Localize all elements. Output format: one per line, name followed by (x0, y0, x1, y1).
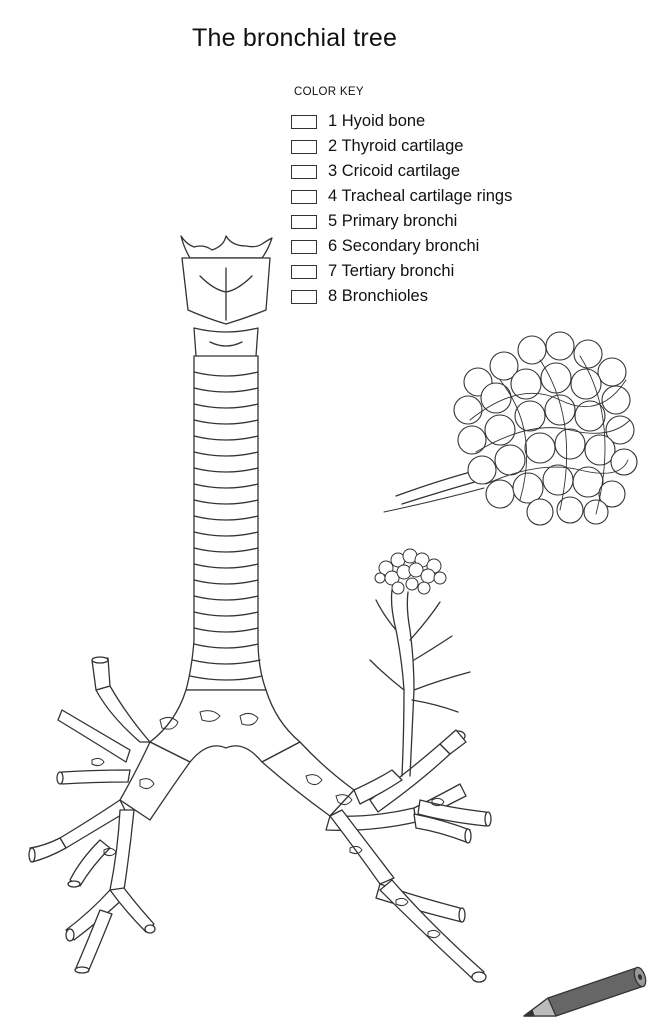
color-swatch[interactable] (291, 239, 317, 254)
color-key-item-tertiary-bronchi: 7 Tertiary bronchi (291, 259, 512, 284)
color-swatch[interactable] (291, 264, 317, 279)
color-swatch[interactable] (291, 189, 317, 204)
color-key-item-bronchioles: 8 Bronchioles (291, 284, 512, 309)
color-key-item-hyoid-bone: 1 Hyoid bone (291, 109, 512, 134)
color-key-label: 2 Thyroid cartilage (328, 137, 464, 155)
alveoli-cluster-icon (383, 331, 638, 526)
color-swatch[interactable] (291, 289, 317, 304)
color-key-label: 3 Cricoid cartilage (328, 162, 461, 180)
page-title: The bronchial tree (192, 24, 398, 52)
color-swatch[interactable] (291, 214, 317, 229)
color-swatch[interactable] (291, 139, 317, 154)
color-key-item-cricoid-cartilage: 3 Cricoid cartilage (291, 159, 512, 184)
color-key-heading: COLOR KEY (294, 86, 364, 98)
trachea[interactable] (185, 355, 267, 691)
pencil-icon (523, 966, 647, 1017)
hyoid-bone[interactable] (180, 235, 273, 259)
color-key-label: 1 Hyoid bone (328, 112, 426, 130)
color-key-label: 5 Primary bronchi (328, 212, 458, 230)
color-key-item-thyroid-cartilage: 2 Thyroid cartilage (291, 134, 512, 159)
color-key-list: 1 Hyoid bone 2 Thyroid cartilage 3 Crico… (291, 109, 512, 309)
bronchi-right[interactable] (325, 729, 492, 983)
color-swatch[interactable] (291, 164, 317, 179)
bronchial-cartilage-plates (91, 710, 445, 939)
color-key-item-tracheal-rings: 4 Tracheal cartilage rings (291, 184, 512, 209)
bronchi-left[interactable] (28, 656, 156, 974)
color-key-label: 7 Tertiary bronchi (328, 262, 455, 280)
color-key-item-primary-bronchi: 5 Primary bronchi (291, 209, 512, 234)
color-key-item-secondary-bronchi: 6 Secondary bronchi (291, 234, 512, 259)
cricoid-cartilage[interactable] (193, 327, 259, 360)
color-key-label: 4 Tracheal cartilage rings (328, 187, 513, 205)
tracheal-cartilage-rings[interactable] (189, 371, 263, 681)
color-key-label: 8 Bronchioles (328, 287, 428, 305)
color-swatch[interactable] (291, 114, 317, 129)
small-alveoli-cluster (374, 548, 447, 595)
carina[interactable] (149, 689, 301, 763)
color-key-label: 6 Secondary bronchi (328, 237, 480, 255)
bronchioles[interactable] (369, 589, 471, 777)
primary-bronchus-left[interactable] (119, 741, 191, 821)
